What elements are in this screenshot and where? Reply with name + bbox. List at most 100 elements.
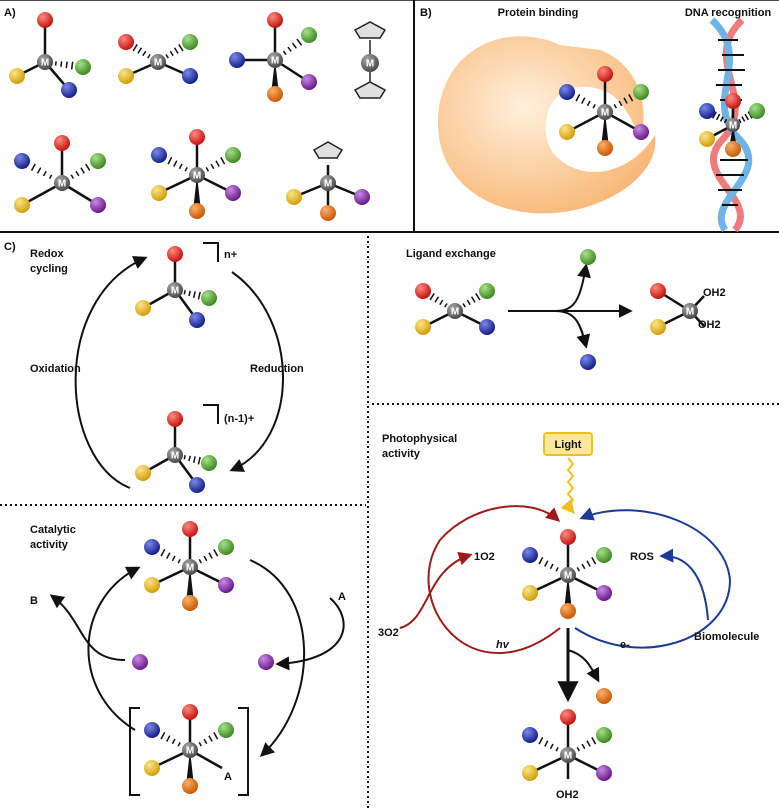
- metal-label: M: [193, 171, 201, 182]
- metal-center: [361, 54, 379, 72]
- ligand-exchange-arrows: [508, 263, 633, 349]
- ligand-exchange-reactant: M: [415, 283, 495, 335]
- ligand-ball: [596, 765, 612, 781]
- metal-center: [726, 118, 740, 132]
- ligand-ball: [596, 585, 612, 601]
- ligand-ball: [267, 86, 283, 102]
- ligand-ball: [699, 103, 715, 119]
- ligand-ball: [650, 283, 666, 299]
- catalytic-title-1: Catalytic: [30, 524, 76, 536]
- released-green-ligand: [580, 249, 596, 265]
- ligand-ball: [559, 124, 575, 140]
- dna-bound-complex: M: [699, 93, 765, 157]
- ligand-ball: [201, 290, 217, 306]
- ligand-ball: [182, 704, 198, 720]
- photosensitizer-complex: M: [522, 529, 612, 619]
- metallocene-metal: M: [361, 54, 379, 72]
- singlet-oxygen-label: 1O2: [474, 551, 495, 563]
- ligand-ball: [14, 153, 30, 169]
- half-sandwich-complex: M: [286, 165, 370, 221]
- tetrahedral-complex: M: [9, 12, 91, 98]
- hv-label: hv: [496, 639, 510, 651]
- ligand-ball: [61, 82, 77, 98]
- ligand-ball: [135, 465, 151, 481]
- ligand-ball: [725, 141, 741, 157]
- metal-label: M: [366, 59, 374, 70]
- aqua-product: M: [650, 283, 705, 335]
- half-sandwich-ring: [312, 141, 344, 159]
- metal-center: [182, 742, 198, 758]
- ligand-ball: [189, 312, 205, 328]
- ligand-ball: [54, 135, 70, 151]
- ligand-ball: [218, 539, 234, 555]
- dna-recognition-label: DNA recognition: [685, 7, 772, 19]
- metal-center: [54, 175, 70, 191]
- metal-center: [267, 52, 283, 68]
- panel-b-label: B): [420, 7, 432, 19]
- reduction-label: Reduction: [250, 363, 304, 375]
- water-label-3: OH2: [556, 789, 579, 801]
- ligand-ball: [144, 539, 160, 555]
- redox-cycle-arrows: [74, 242, 284, 489]
- ligand-ball: [144, 760, 160, 776]
- ligand-ball: [597, 66, 613, 82]
- ligand-ball: [182, 521, 198, 537]
- metal-center: [189, 167, 205, 183]
- ligand-ball: [522, 765, 538, 781]
- ligand-ball: [118, 68, 134, 84]
- metal-center: [682, 303, 698, 319]
- metal-label: M: [171, 451, 179, 462]
- ligand-ball: [522, 547, 538, 563]
- ligand-ball: [267, 12, 283, 28]
- metal-label: M: [171, 286, 179, 297]
- water-label-2: OH2: [698, 319, 721, 331]
- water-label-1: OH2: [703, 287, 726, 299]
- protein-bound-complex: M: [559, 66, 649, 156]
- metal-label: M: [271, 56, 279, 67]
- metal-label: M: [601, 108, 609, 119]
- metal-label: M: [564, 751, 572, 762]
- photo-title-2: activity: [382, 448, 421, 460]
- triplet-oxygen-label: 3O2: [378, 627, 399, 639]
- oxidation-label: Oxidation: [30, 363, 81, 375]
- catalytic-title-2: activity: [30, 539, 69, 551]
- ligand-ball: [559, 84, 575, 100]
- ligand-ball: [218, 722, 234, 738]
- metal-label: M: [58, 179, 66, 190]
- ligand-ball: [633, 124, 649, 140]
- photo-title-1: Photophysical: [382, 433, 457, 445]
- biomolecule-label: Biomolecule: [694, 631, 759, 643]
- charge-top: n+: [224, 249, 237, 261]
- catalyst-complex-top: M: [144, 521, 234, 611]
- redox-complex-bottom: M: [135, 411, 217, 493]
- square-planar-complex: M: [118, 34, 198, 84]
- ligand-ball: [151, 185, 167, 201]
- octahedral-complex: M: [151, 129, 241, 219]
- ligand-ball: [182, 778, 198, 794]
- ligand-ball: [218, 577, 234, 593]
- released-blue-ligand: [580, 354, 596, 370]
- protein-binding-label: Protein binding: [498, 7, 579, 19]
- metal-center: [597, 104, 613, 120]
- metal-center: [150, 54, 166, 70]
- ligand-ball: [597, 140, 613, 156]
- ligand-ball: [144, 577, 160, 593]
- ligand-ball: [167, 246, 183, 262]
- ligand-ball: [229, 52, 245, 68]
- metal-center: [560, 747, 576, 763]
- square-pyramid-complex: M: [14, 135, 106, 213]
- ligand-ball: [415, 283, 431, 299]
- ligand-ball: [354, 189, 370, 205]
- ligand-ball: [560, 529, 576, 545]
- catalytic-purple-right: [258, 654, 274, 670]
- metal-label: M: [686, 307, 694, 318]
- catalytic-b: B: [30, 595, 38, 607]
- ligand-ball: [182, 595, 198, 611]
- protein-shape: [437, 36, 656, 214]
- ligand-ball: [560, 603, 576, 619]
- ligand-ball: [90, 197, 106, 213]
- metal-center: [37, 54, 53, 70]
